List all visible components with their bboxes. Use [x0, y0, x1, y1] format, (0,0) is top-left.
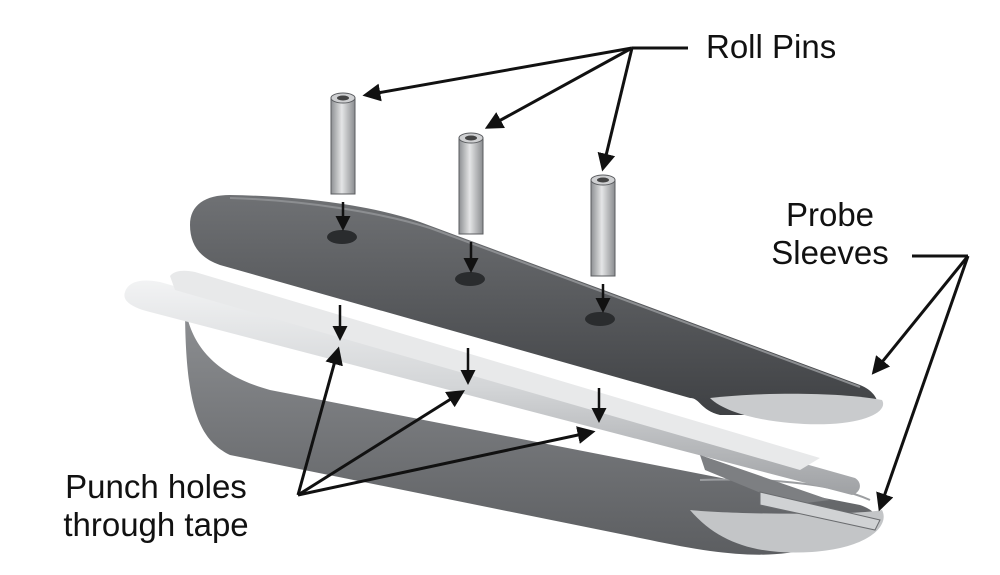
punch-holes-leaders	[296, 346, 596, 497]
roll-pins-leaders	[362, 46, 688, 172]
probe-sleeves-leaders	[871, 254, 970, 512]
probe-sleeves-line2: Sleeves	[771, 234, 889, 271]
punch-holes-line2: through tape	[63, 506, 249, 543]
roll-pin-3	[590, 174, 616, 277]
roll-pins-label: Roll Pins	[706, 28, 836, 66]
hole-3	[585, 312, 615, 326]
inner-tube	[124, 270, 881, 531]
roll-pin-2	[458, 132, 484, 235]
upper-probe-sleeve	[190, 195, 884, 425]
punch-holes-label: Punch holes through tape	[40, 468, 272, 544]
hole-1	[327, 230, 357, 244]
punch-holes-line1: Punch holes	[65, 468, 247, 505]
punch-arrows	[332, 305, 607, 423]
pin-insert-arrows	[335, 202, 611, 313]
roll-pins-text: Roll Pins	[706, 28, 837, 65]
probe-sleeves-label: Probe Sleeves	[760, 196, 900, 272]
roll-pin-1	[330, 92, 356, 195]
hole-2	[455, 272, 485, 286]
probe-sleeves-line1: Probe	[785, 196, 875, 233]
